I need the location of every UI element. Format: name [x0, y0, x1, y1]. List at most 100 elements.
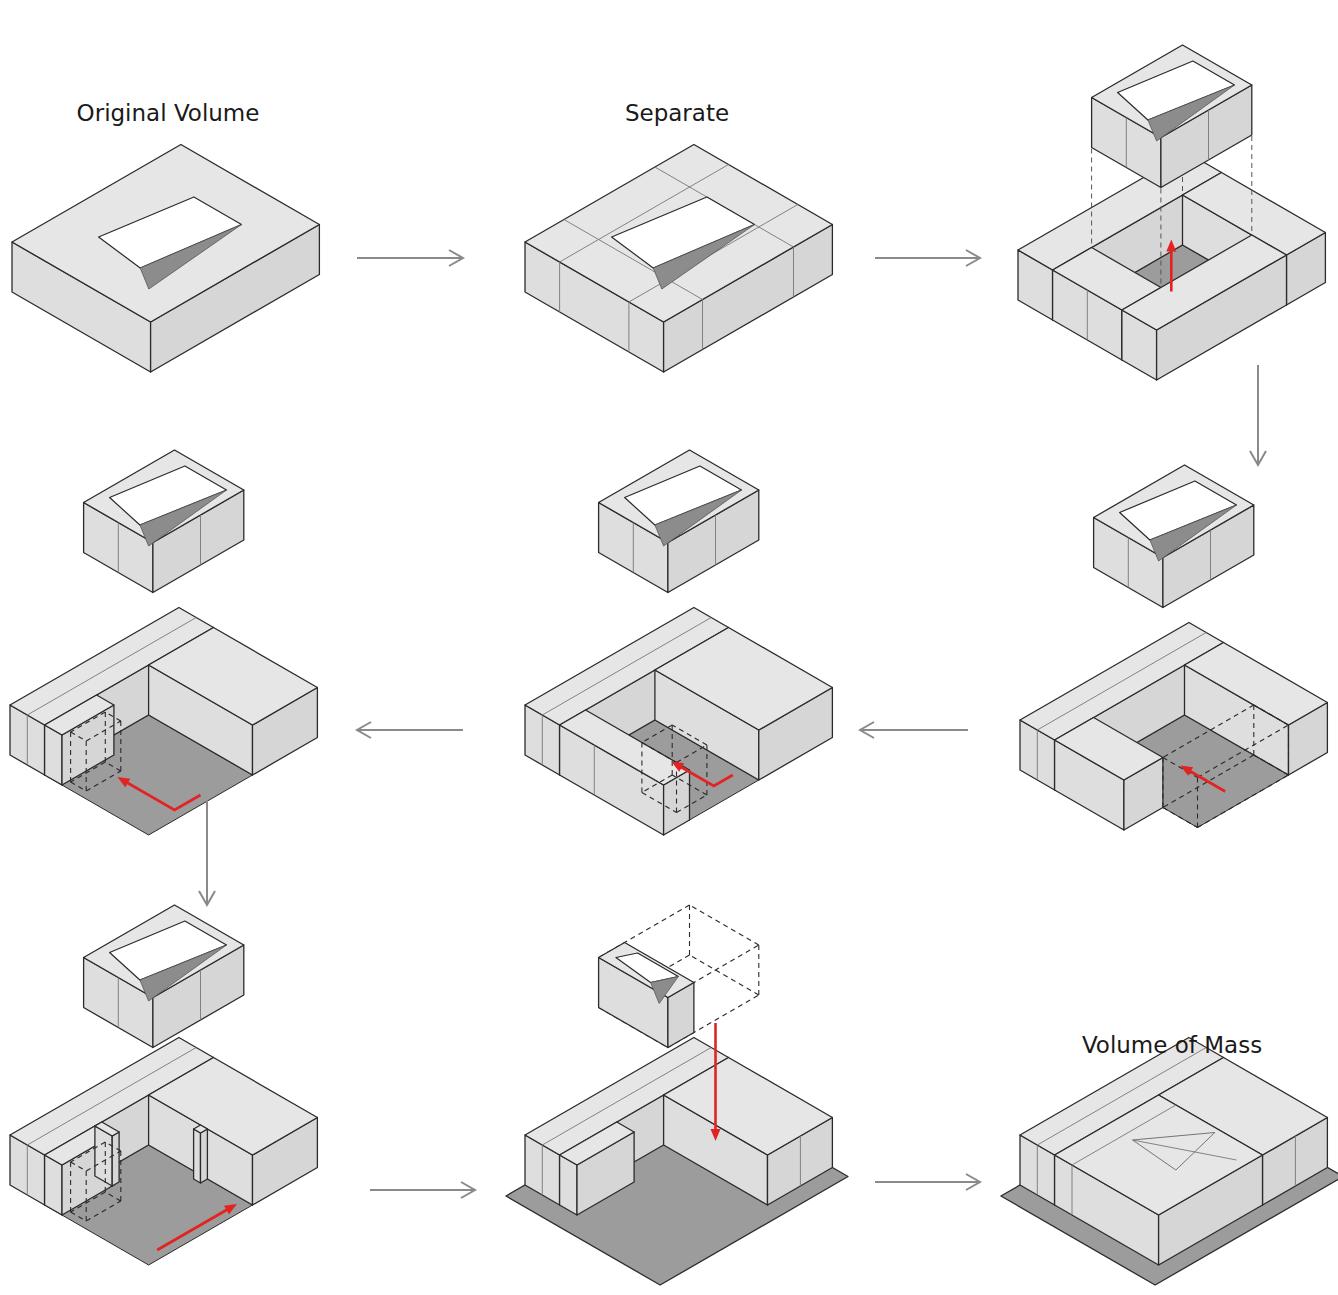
- moved-outline: [1198, 725, 1289, 778]
- movement-arrow: [714, 1023, 717, 1137]
- step-arrow: [357, 729, 463, 731]
- moved-outline: [105, 712, 121, 721]
- mass-top: [1122, 235, 1287, 330]
- moved-outline: [677, 795, 707, 813]
- projection-line: [1160, 188, 1161, 284]
- moved-outline: [71, 782, 87, 791]
- step-arrowhead: [860, 722, 874, 738]
- moved-outline: [642, 725, 672, 743]
- moved-outline: [71, 712, 106, 732]
- division-line: [200, 970, 201, 1020]
- step-arrow: [875, 1181, 980, 1183]
- mass-top: [599, 943, 694, 998]
- moved-outline: [677, 745, 707, 763]
- moved-outline: [71, 1162, 87, 1171]
- opening-shade: [653, 225, 754, 290]
- moved-outline: [71, 1212, 87, 1221]
- moved-outline: [1163, 758, 1198, 778]
- moved-outline: [1163, 755, 1254, 808]
- moved-outline: [86, 721, 121, 741]
- moved-outline: [672, 725, 673, 775]
- moved-outline: [641, 743, 642, 793]
- moved-outline: [676, 763, 677, 813]
- moved-outline: [758, 945, 759, 995]
- moved-outline: [105, 712, 106, 762]
- moved-outline: [690, 955, 759, 995]
- step-arrow: [206, 800, 208, 905]
- mass-top: [194, 1125, 208, 1133]
- moved-outline: [86, 741, 87, 791]
- moved-outline: [70, 732, 71, 782]
- moved-outline: [1163, 808, 1198, 828]
- projection-line: [1251, 135, 1252, 231]
- mass-top: [1185, 643, 1328, 726]
- opening-shade: [140, 490, 227, 546]
- mass-top: [12, 145, 319, 323]
- movement-arrowhead: [1180, 766, 1193, 776]
- division-line: [594, 745, 595, 795]
- opening-shade: [1150, 505, 1237, 561]
- mass-top: [95, 1122, 119, 1136]
- opening-shade: [655, 490, 742, 546]
- division-line: [542, 715, 543, 765]
- mass-top: [560, 710, 690, 785]
- moved-outline: [1253, 705, 1254, 755]
- moved-outline: [1254, 705, 1289, 725]
- division-line: [1072, 1165, 1073, 1215]
- mass-face: [112, 1132, 119, 1186]
- step-arrowhead: [461, 1182, 475, 1198]
- moved-outline: [1254, 755, 1289, 775]
- moved-outline: [690, 905, 759, 945]
- moved-outline: [706, 745, 707, 795]
- mass-top: [149, 1058, 318, 1156]
- division-line: [702, 300, 703, 350]
- step-arrow: [1257, 365, 1259, 465]
- projection-line: [1091, 148, 1092, 244]
- mass-top: [655, 628, 833, 731]
- division-line: [27, 618, 196, 716]
- moved-outline: [71, 1142, 106, 1162]
- mass-face: [201, 1129, 208, 1183]
- moved-outline: [672, 725, 707, 745]
- roof-opening: [616, 953, 678, 983]
- moved-outline: [642, 743, 677, 763]
- division-line: [1208, 110, 1209, 160]
- step-arrowhead: [966, 250, 980, 266]
- division-line: [1133, 1140, 1237, 1160]
- moved-outline: [86, 771, 121, 791]
- division-line: [1210, 530, 1211, 580]
- division-line: [542, 618, 711, 716]
- division-line: [715, 515, 716, 565]
- movement-arrowhead: [711, 1129, 721, 1141]
- division-line: [1037, 1145, 1038, 1195]
- division-line: [1087, 290, 1088, 340]
- movement-arrowhead: [117, 777, 130, 787]
- moved-outline: [71, 762, 106, 782]
- step-label: Original Volume: [77, 100, 260, 128]
- step-arrowhead: [357, 722, 371, 738]
- division-line: [542, 1048, 711, 1146]
- division-line: [27, 1145, 28, 1195]
- roof-fold: [1133, 1133, 1215, 1171]
- moved-outline: [70, 1162, 71, 1212]
- moved-outline: [105, 1142, 121, 1151]
- opening-shade: [140, 945, 227, 1001]
- movement-arrow: [157, 1206, 233, 1250]
- movement-arrowhead: [671, 762, 684, 772]
- division-line: [1037, 1048, 1206, 1146]
- movement-arrowhead: [1166, 240, 1176, 252]
- moved-outline: [689, 905, 690, 955]
- step-arrow: [875, 257, 980, 259]
- step-label: Separate: [625, 100, 729, 128]
- division-line: [27, 715, 28, 765]
- mass-top: [45, 695, 114, 735]
- division-line: [118, 978, 119, 1028]
- moved-outline: [120, 721, 121, 771]
- division-line: [1037, 730, 1038, 780]
- mass-face: [194, 1129, 201, 1183]
- step-arrow: [357, 257, 463, 259]
- moved-outline: [86, 1171, 87, 1221]
- moved-outline: [642, 775, 672, 793]
- division-line: [1128, 538, 1129, 588]
- step-arrow: [370, 1189, 475, 1191]
